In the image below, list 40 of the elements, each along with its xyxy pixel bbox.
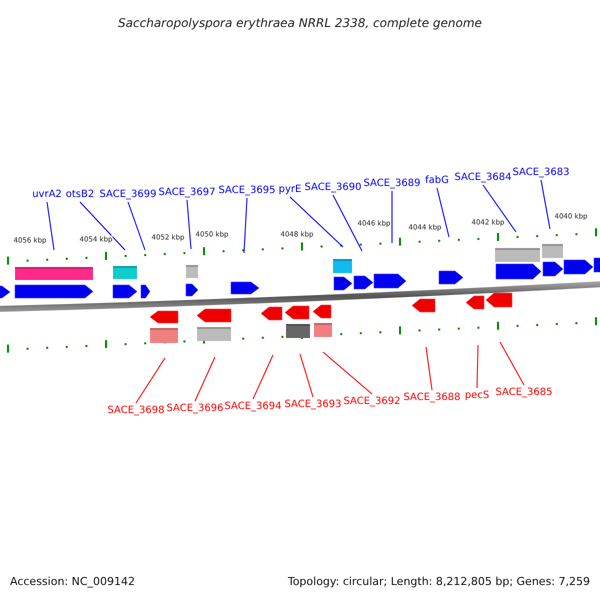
gene-label: SACE_3696: [166, 403, 224, 415]
gene-label: otsB2: [66, 189, 94, 201]
gene-label: SACE_3694: [224, 401, 282, 413]
genome-info-text: Topology: circular; Length: 8,212,805 bp; Genes: 7,259: [288, 574, 590, 590]
gene-label: SACE_3699: [100, 189, 156, 201]
leader-line: [136, 358, 166, 404]
leader-line: [436, 188, 450, 238]
gene-label: SACE_3695: [218, 185, 276, 197]
leader-line: [80, 202, 126, 250]
leader-line: [290, 196, 344, 248]
gene-label: SACE_3683: [512, 167, 570, 179]
gene-label: SACE_3685: [496, 387, 552, 399]
gene-label: SACE_3697: [158, 187, 216, 199]
gene-label: pyrE: [278, 184, 302, 196]
leader-line: [540, 180, 550, 230]
leader-line: [186, 200, 192, 250]
accession-text: Accession: NC_009142: [10, 574, 136, 590]
leader-line: [244, 198, 248, 254]
gene-label: SACE_3684: [454, 172, 512, 184]
gene-label: fabG: [425, 175, 449, 187]
leader-line: [482, 184, 516, 232]
leader-line: [332, 194, 362, 252]
leader-line: [476, 344, 478, 388]
gene-label: SACE_3692: [344, 396, 400, 408]
leader-line: [194, 356, 216, 402]
leader-line: [252, 354, 274, 400]
gene-label: SACE_3693: [284, 399, 342, 411]
leader-line: [426, 346, 432, 390]
leader-line: [46, 202, 54, 250]
leader-line: [128, 202, 146, 250]
gene-label: SACE_3689: [364, 178, 420, 190]
leader-line: [300, 354, 314, 398]
gene-label: SACE_3688: [404, 392, 460, 404]
gene-label: pecS: [464, 390, 490, 402]
gene-label: uvrA2: [32, 189, 62, 201]
leader-line: [500, 342, 524, 386]
gene-label: SACE_3690: [304, 182, 362, 194]
leader-line: [322, 352, 372, 394]
title: Saccharopolyspora erythraea NRRL 2338, complete genome: [118, 16, 482, 30]
gene-label: SACE_3698: [108, 405, 164, 417]
